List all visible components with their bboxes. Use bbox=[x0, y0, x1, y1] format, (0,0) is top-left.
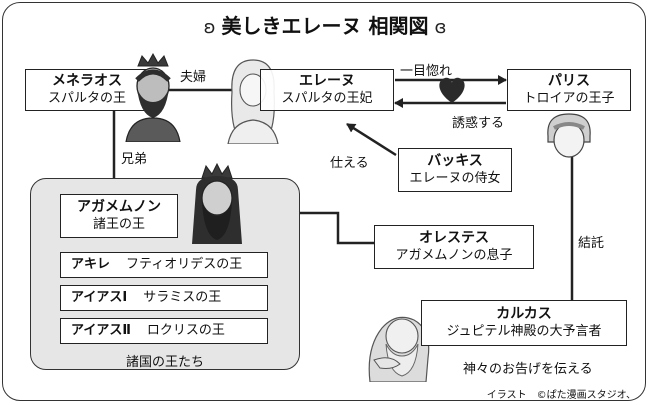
paris-box[interactable]: パリス トロイアの王子 bbox=[507, 69, 631, 111]
heart-icon bbox=[439, 77, 465, 103]
paris-portrait bbox=[547, 113, 591, 158]
agamemnon-name: アガメムノン bbox=[77, 199, 161, 215]
king-row-ajax2[interactable]: アイアスⅡ ロクリスの王 bbox=[60, 318, 268, 344]
label-collusion: 結託 bbox=[578, 236, 605, 251]
title-text: 美しきエレーヌ 相関図 bbox=[221, 14, 429, 38]
paris-role: トロイアの王子 bbox=[523, 91, 615, 106]
label-love: 一目惚れ bbox=[400, 64, 453, 79]
king-name: アイアスⅠ bbox=[71, 290, 128, 305]
king-name: アキレ bbox=[71, 257, 111, 272]
label-seduce: 誘惑する bbox=[452, 116, 505, 131]
paris-name: パリス bbox=[548, 73, 590, 89]
agamemnon-portrait bbox=[192, 162, 242, 244]
calchas-role: ジュピテル神殿の大予言者 bbox=[446, 324, 602, 339]
label-couple: 夫婦 bbox=[180, 70, 207, 85]
label-brothers: 兄弟 bbox=[121, 152, 148, 167]
crown-icon bbox=[201, 162, 233, 179]
king-row-achille[interactable]: アキレフティオリデスの王 bbox=[60, 252, 268, 278]
label-oracle: 神々のお告げを伝える bbox=[463, 362, 593, 377]
ornament-left-icon: ʚ bbox=[203, 17, 216, 38]
king-row-ajax1[interactable]: アイアスⅠ サラミスの王 bbox=[60, 285, 268, 311]
bacchis-name: バッキス bbox=[427, 153, 483, 169]
crown-icon bbox=[137, 52, 169, 67]
orestes-name: オレステス bbox=[419, 230, 489, 246]
bacchis-box[interactable]: バッキス エレーヌの侍女 bbox=[398, 148, 512, 192]
menelaus-box[interactable]: メネラオス スパルタの王 bbox=[25, 69, 149, 111]
bacchis-role: エレーヌの侍女 bbox=[409, 171, 501, 186]
king-role: サラミスの王 bbox=[143, 290, 222, 305]
helene-role: スパルタの王妃 bbox=[281, 91, 373, 106]
king-role: フティオリデスの王 bbox=[126, 257, 243, 272]
kings-caption: 諸国の王たち bbox=[125, 355, 204, 370]
calchas-box[interactable]: カルカス ジュピテル神殿の大予言者 bbox=[421, 300, 627, 346]
ornament-right-icon: ɞ bbox=[434, 17, 447, 38]
helene-box[interactable]: エレーヌ スパルタの王妃 bbox=[260, 69, 394, 111]
menelaus-portrait bbox=[125, 52, 181, 142]
label-serve: 仕える bbox=[330, 156, 369, 171]
illustration-credit: イラスト ©ぱた漫画スタジオ、 bbox=[486, 390, 636, 401]
menelaus-role: スパルタの王 bbox=[47, 91, 126, 106]
agamemnon-box[interactable]: アガメムノン 諸王の王 bbox=[60, 194, 178, 238]
king-role: ロクリスの王 bbox=[146, 323, 225, 338]
agamemnon-role: 諸王の王 bbox=[92, 217, 145, 232]
helene-name: エレーヌ bbox=[299, 73, 355, 89]
menelaus-name: メネラオス bbox=[52, 73, 122, 89]
orestes-role: アガメムノンの息子 bbox=[395, 248, 513, 263]
calchas-name: カルカス bbox=[496, 306, 552, 322]
father-son-line bbox=[268, 211, 374, 245]
king-name: アイアスⅡ bbox=[71, 323, 131, 338]
calchas-portrait bbox=[368, 316, 430, 382]
diagram-frame bbox=[2, 2, 646, 401]
serve-arrow bbox=[346, 122, 397, 157]
orestes-box[interactable]: オレステス アガメムノンの息子 bbox=[374, 225, 534, 269]
